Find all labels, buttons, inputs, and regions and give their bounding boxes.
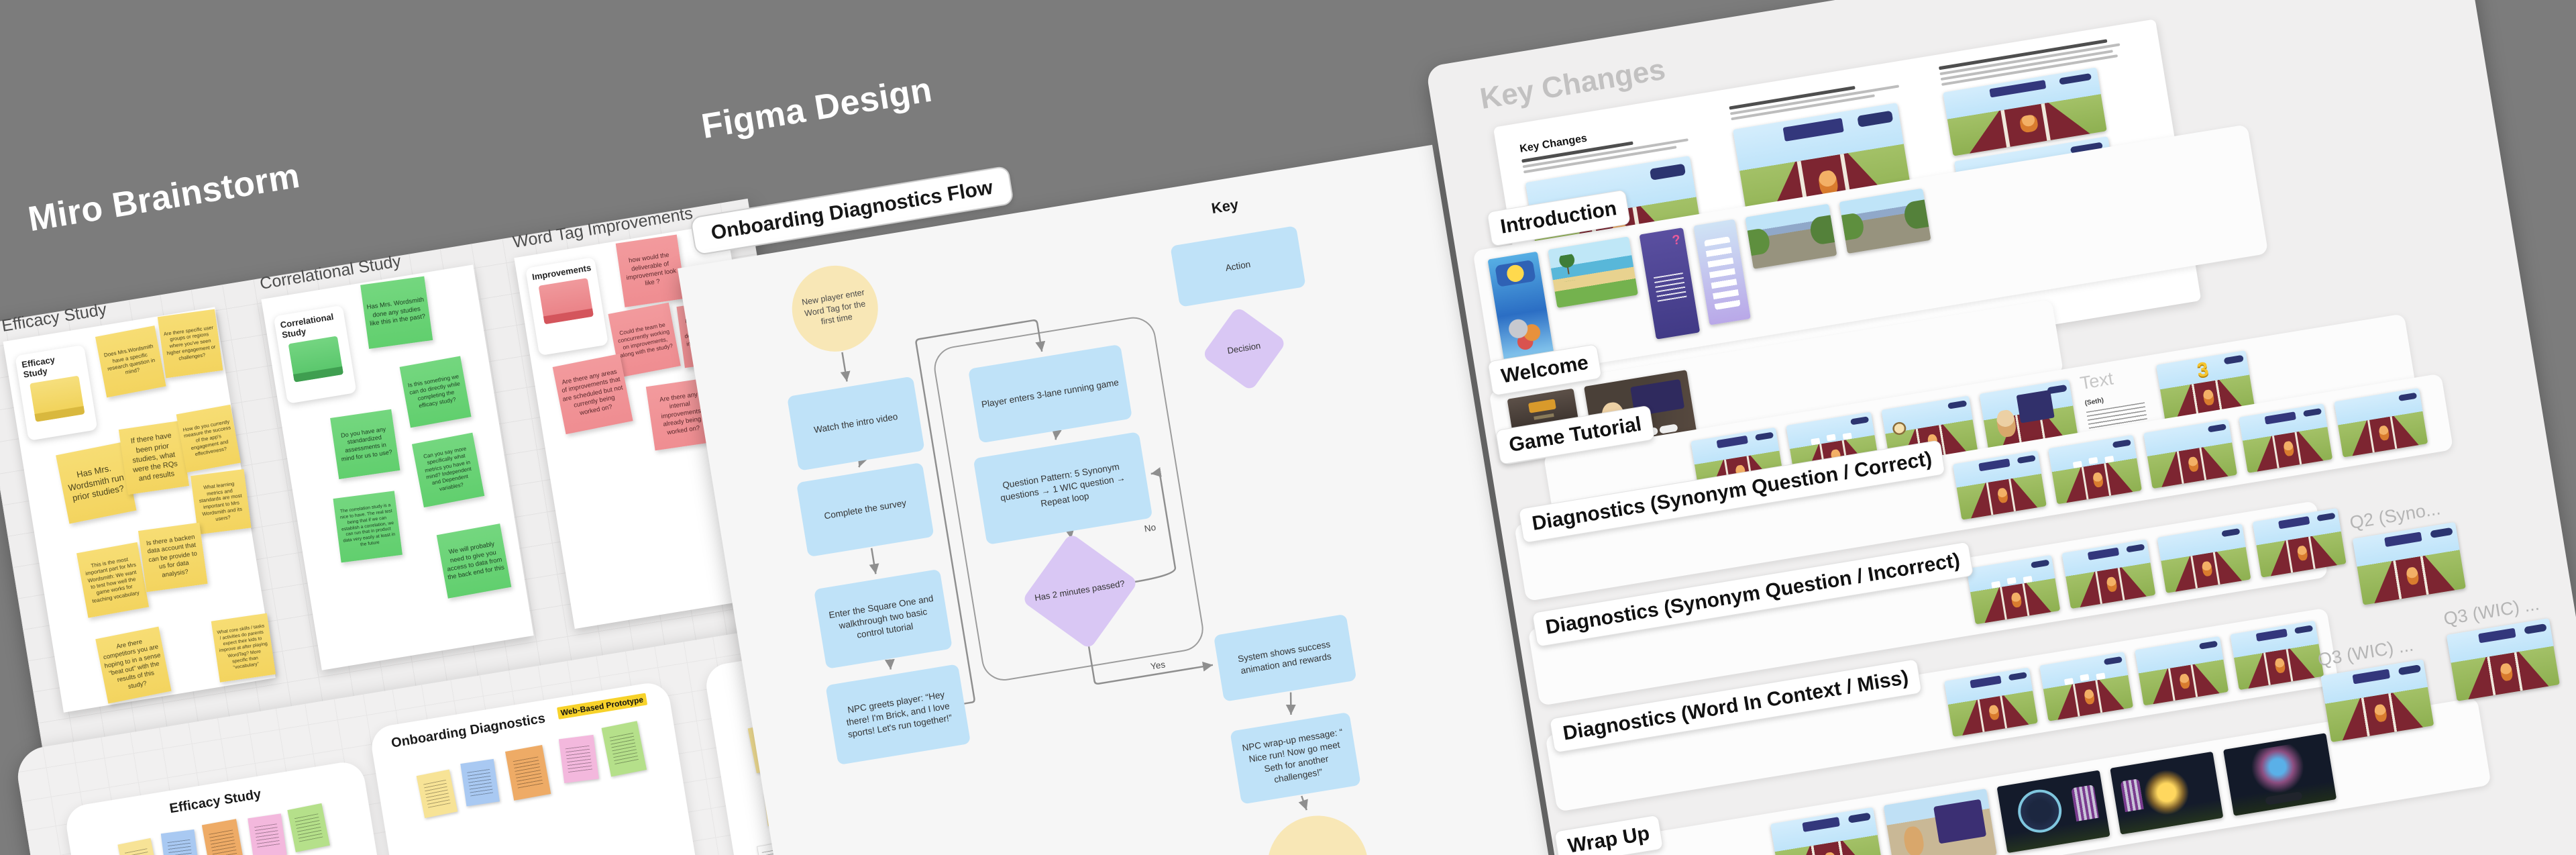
side-frame-q2: Q2 (Syno... — [2348, 496, 2466, 605]
screenshot-thumb-track[interactable] — [2143, 419, 2238, 489]
legend-title: Key — [1210, 195, 1240, 217]
screenshot-thumb-npc-dialog-light[interactable] — [1883, 789, 1997, 855]
flow-end-node[interactable] — [1260, 808, 1376, 855]
flow-node-npc-greet[interactable]: NPC greets player: “Hey there! I'm Brick… — [825, 664, 971, 765]
section-label-wrap-up[interactable]: Wrap Up — [1554, 814, 1664, 855]
mini-sticky[interactable] — [248, 813, 287, 855]
sticky-note[interactable]: how would the deliverable of improvement… — [615, 234, 686, 307]
sticky-note[interactable]: How do you currently measure the success… — [176, 404, 241, 473]
flow-node-wrapup[interactable]: NPC wrap-up message: “ Nice run! Now go … — [1230, 711, 1361, 805]
sticky-note[interactable]: The correlation study is a nice to have.… — [333, 491, 402, 563]
mini-sticky[interactable] — [504, 745, 551, 801]
sticky-note[interactable]: Is this something we can do directly whi… — [399, 356, 472, 428]
screenshot-thumb-track-banner[interactable] — [2446, 618, 2560, 701]
sticky-note[interactable]: What core skills / tasks / activities do… — [211, 613, 276, 683]
sticky-stack-icon — [288, 336, 343, 383]
sticky-note[interactable]: Is there a backen data account that can … — [138, 522, 208, 593]
sticky-note[interactable]: Has Mrs. Wordsmith done any studies like… — [360, 276, 433, 349]
board-correlational[interactable]: Correlational Study Has Mrs. Wordsmith d… — [261, 264, 534, 670]
thumb-label: ? — [1671, 232, 1682, 249]
flow-node-watch-video[interactable]: Watch the intro video — [787, 376, 925, 471]
screenshot-thumb-track-banner[interactable] — [1944, 667, 2038, 737]
mini-sticky[interactable] — [416, 769, 458, 819]
legend-decision: Decision — [1199, 304, 1289, 393]
sticky-note[interactable]: This is the most important part for Mrs … — [76, 542, 150, 618]
flow-decision-node[interactable]: Has 2 minutes passed? — [1018, 530, 1142, 653]
screenshot-thumb-street[interactable] — [1839, 188, 1931, 254]
doc-text-line — [1729, 85, 1856, 110]
mini-sticky[interactable] — [201, 819, 244, 855]
mini-sticky[interactable] — [558, 734, 599, 783]
thumb-sublabel: (Seth) — [2084, 397, 2104, 407]
mini-board-title: Onboarding Diagnostics — [390, 711, 547, 751]
screenshot-thumb-track-banner[interactable] — [2252, 508, 2347, 578]
screenshot-thumb-street[interactable] — [1745, 203, 1837, 269]
screenshot-thumb-track[interactable] — [2334, 387, 2428, 458]
board-label-card[interactable]: Efficacy Study — [15, 344, 98, 441]
thumb-label: Text — [2078, 368, 2115, 394]
side-frame-q3b: Q3 (WIC) ... — [2442, 593, 2560, 701]
board-label-card[interactable]: Correlational Study — [273, 305, 357, 404]
screenshot-thumb-track[interactable] — [2157, 523, 2251, 593]
flow-node-square-one[interactable]: Enter the Square One and walkthrough two… — [813, 568, 953, 669]
screenshot-thumb-track-banner[interactable] — [2230, 620, 2324, 691]
screenshot-thumb-track[interactable] — [2135, 636, 2229, 706]
sticky-note[interactable]: Are there competitors you are hoping to … — [95, 626, 172, 704]
sticky-stack-icon — [538, 278, 594, 325]
screenshot-thumb-track-banner[interactable] — [2352, 521, 2466, 605]
figma-section-title: Figma Design — [698, 70, 935, 146]
board-efficacy[interactable]: Efficacy Study Does Mrs.Wordsmith have a… — [3, 307, 276, 713]
board-column-efficacy: Efficacy Study Efficacy Study Does Mrs.W… — [0, 281, 282, 713]
sticky-note[interactable]: We will probably need to give you access… — [436, 523, 512, 599]
flow-node-survey[interactable]: Complete the survey — [796, 462, 934, 558]
thumb-label: 3 — [2195, 358, 2210, 382]
sticky-stack-icon — [30, 375, 85, 422]
sticky-note[interactable]: Are there any areas of improvements that… — [552, 354, 633, 435]
screenshot-thumb-carnival-glow[interactable] — [2223, 733, 2337, 816]
flow-start-node[interactable]: New player enter Word Tag for the first … — [786, 259, 885, 358]
mini-board-onboarding[interactable]: Onboarding Diagnostics Web-Based Prototy… — [368, 680, 714, 855]
doc-title: Key Changes — [1519, 132, 1589, 155]
miro-section-title: Miro Brainstorm — [25, 156, 303, 240]
screenshot-thumb-carnival[interactable] — [1996, 770, 2110, 854]
sticky-note[interactable]: If there have been prior studies, what w… — [118, 420, 189, 495]
flow-yes-label: Yes — [1146, 658, 1169, 672]
mini-sticky[interactable] — [160, 829, 200, 855]
side-frame-q3a: Q3 (WIC) ... — [2316, 634, 2434, 743]
mini-sticky[interactable] — [287, 803, 330, 852]
screenshot-thumb-track-tags[interactable] — [1966, 554, 2061, 625]
screenshot-thumb-quiz[interactable]: ? — [1639, 228, 1701, 340]
screenshot-thumb-track-tags[interactable] — [2048, 434, 2142, 505]
sticky-note[interactable]: Are there specific user groups or region… — [157, 309, 223, 379]
screenshot-thumb-track-banner[interactable] — [1952, 450, 2047, 520]
screenshot-thumb-track-banner[interactable] — [1770, 807, 1884, 855]
mini-sticky[interactable] — [117, 838, 159, 855]
mini-sticky[interactable] — [601, 721, 647, 777]
mini-board-efficacy[interactable]: Efficacy Study — [63, 759, 409, 855]
sticky-note[interactable]: Does Mrs.Wordsmith have a specific resea… — [95, 325, 166, 398]
key-changes-panel: Key Changes Key Changes — [1426, 0, 2576, 855]
mini-sticky[interactable] — [460, 758, 500, 807]
board-column-correlational: Correlational Study Correlational Study … — [257, 239, 540, 670]
screenshot-thumb-grade[interactable] — [1693, 219, 1751, 325]
flow-node-success[interactable]: System shows success animation and rewar… — [1213, 613, 1357, 702]
flow-panel: New player enter Word Tag for the first … — [678, 144, 1550, 855]
sticky-note[interactable]: Can you say more specifically what metri… — [411, 432, 485, 508]
highlight-tag: Web-Based Prototype — [556, 693, 648, 720]
legend-action: Action — [1170, 225, 1306, 307]
screenshot-thumb-beach[interactable] — [1548, 236, 1638, 308]
screenshot-thumb-wordtag[interactable] — [1487, 251, 1555, 364]
board-label-card[interactable]: Improvements — [525, 257, 609, 356]
screenshot-thumb-track-tags[interactable] — [2039, 652, 2134, 721]
sticky-note[interactable]: Do you have any standardized assessments… — [330, 409, 400, 480]
screenshot-thumb-carnival-fire[interactable] — [2110, 751, 2224, 835]
screenshot-thumb-track-banner[interactable] — [2239, 403, 2333, 473]
screenshot-thumb-track-banner[interactable] — [2061, 539, 2156, 609]
